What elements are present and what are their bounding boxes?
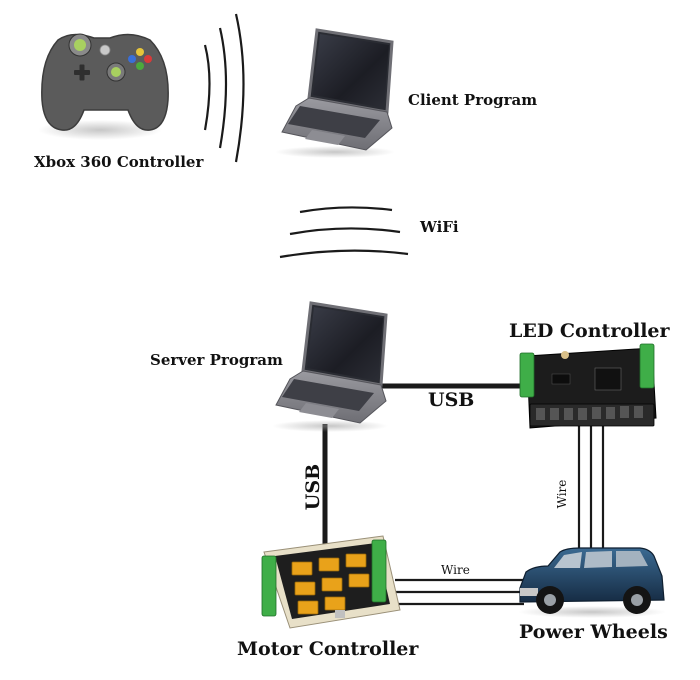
led-controller-label: LED Controller	[509, 320, 670, 342]
client-program-label: Client Program	[408, 91, 538, 109]
xbox-controller-icon	[38, 33, 169, 140]
server-program-label: Server Program	[150, 351, 283, 369]
power-wheels-label: Power Wheels	[519, 621, 668, 643]
wifi-signal-icon	[279, 206, 409, 259]
wifi-label: WiFi	[420, 218, 459, 236]
motor-controller-label: Motor Controller	[237, 638, 419, 660]
usb-vertical-label: USB	[302, 463, 324, 511]
power-wheels-car-icon	[518, 547, 666, 618]
wire-vertical-label: Wire	[555, 479, 569, 509]
wire-horizontal-label: Wire	[441, 563, 470, 577]
led-controller-board-icon	[519, 343, 657, 429]
wire-led-to-wheels	[577, 424, 605, 556]
server-laptop-icon	[272, 301, 388, 432]
motor-controller-board-icon	[261, 535, 401, 629]
wireless-signal-icon	[203, 13, 245, 163]
xbox-controller-label: Xbox 360 Controller	[34, 153, 204, 171]
usb-horizontal-label: USB	[428, 389, 475, 411]
client-laptop-icon	[275, 28, 395, 158]
connections	[322, 383, 605, 606]
wire-motor-to-wheels	[395, 578, 524, 606]
